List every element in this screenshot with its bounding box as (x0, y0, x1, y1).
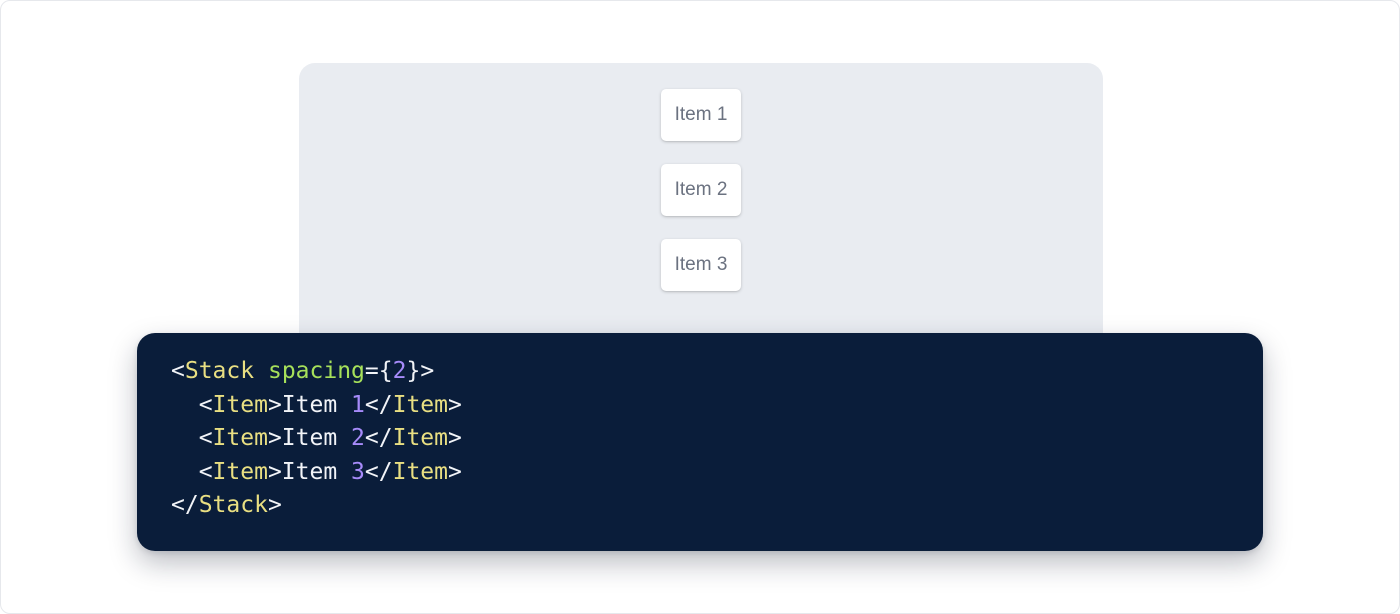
stack-container: Item 1 Item 2 Item 3 (299, 89, 1103, 291)
code-line-2: <Item>Item 1</Item> (171, 392, 462, 418)
code-token: 3 (351, 458, 365, 485)
stack-item-1: Item 1 (661, 89, 741, 141)
code-token: 1 (351, 391, 365, 418)
code-token: Item (212, 391, 268, 418)
code-line-5: </Stack> (171, 492, 282, 518)
code-token: ={ (364, 358, 393, 384)
code-listing: <Stack spacing={2}> <Item>Item 1</Item> … (171, 355, 1263, 523)
stack-preview: Item 1 Item 2 Item 3 (299, 63, 1103, 363)
code-token: > (448, 425, 462, 452)
code-token: </ (364, 458, 393, 485)
code-token: Item (392, 458, 448, 485)
code-token (254, 358, 268, 384)
code-line-4: <Item>Item 3</Item> (171, 459, 462, 485)
code-token: < (171, 391, 213, 418)
code-token: < (171, 358, 185, 384)
code-token: 2 (351, 425, 365, 452)
code-token: > (448, 391, 462, 418)
code-token: > (267, 425, 282, 452)
code-token: </ (364, 391, 393, 418)
code-token: Item (212, 425, 268, 452)
code-token: </ (171, 492, 199, 519)
code-token: Stack (184, 358, 255, 384)
code-token: Item (212, 458, 268, 485)
code-token: Item (281, 425, 352, 452)
code-token: Item (392, 391, 448, 418)
code-token: Stack (198, 492, 268, 519)
code-token: > (267, 492, 282, 519)
code-token: > (267, 458, 282, 485)
code-token: spacing (267, 358, 365, 384)
code-token: }> (406, 358, 435, 384)
code-block: <Stack spacing={2}> <Item>Item 1</Item> … (137, 333, 1263, 551)
code-token: > (267, 391, 282, 418)
code-token: Item (281, 458, 352, 485)
stack-item-2: Item 2 (661, 164, 741, 216)
code-token: > (448, 458, 462, 485)
code-token: </ (364, 425, 393, 452)
code-line-3: <Item>Item 2</Item> (171, 425, 462, 451)
code-line-1: <Stack spacing={2}> (171, 358, 434, 384)
code-token: Item (281, 391, 352, 418)
code-token: < (171, 425, 213, 452)
code-token: < (171, 458, 213, 485)
code-token: 2 (392, 358, 407, 384)
code-token: Item (392, 425, 448, 452)
stack-item-3: Item 3 (661, 239, 741, 291)
